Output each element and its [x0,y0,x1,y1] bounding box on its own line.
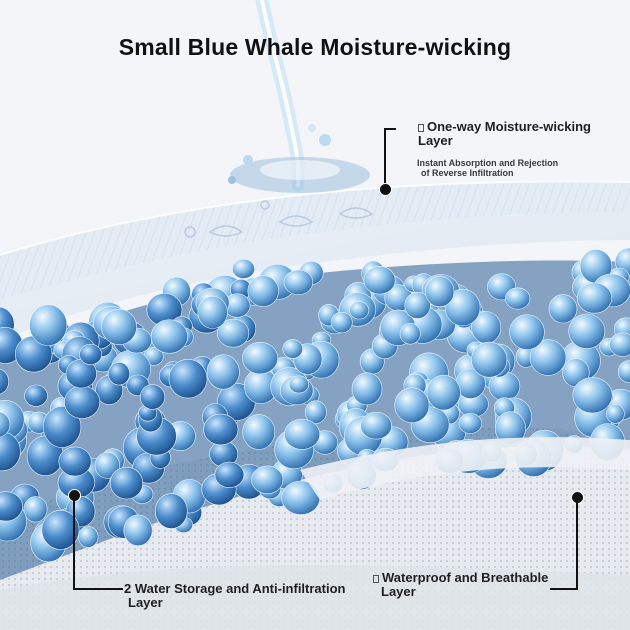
absorbent-bead [197,295,228,329]
absorbent-bead [617,360,630,383]
absorbent-bead [349,301,370,320]
top-layer-title-line1: One-way Moisture-wicking [427,119,591,134]
absorbent-bead [504,287,531,310]
water-stream [228,0,370,193]
headline: Small Blue Whale Moisture-wicking [118,34,512,60]
absorbent-bead [548,294,578,324]
absorbent-bead [108,362,131,386]
top-layer-label: One-way Moisture-wicking Layer [418,120,591,147]
top-layer-detail-line2: of Reverse Infiltration [421,168,514,179]
absorbent-bead [64,385,101,419]
top-layer-marker [379,183,392,196]
absorbent-bead [283,269,314,295]
absorbent-bead [572,377,613,414]
absorbent-bead [23,496,48,523]
absorbent-bead [330,311,353,334]
top-leader-tick [384,128,396,130]
absorbent-bead [568,313,606,349]
top-layer-title-line2: Layer [418,132,453,148]
absorbent-bead [404,291,431,319]
absorbent-bead [42,405,82,448]
bottom-layer-label: Waterproof and Breathable Layer [373,571,548,598]
absorbent-bead [0,491,23,522]
bottom-layer-title-line2: Layer [381,583,416,599]
absorbent-bead [529,339,567,376]
absorbent-bead [41,510,80,550]
absorbent-bead [609,332,630,357]
absorbent-bead [458,412,482,434]
bottom-leader-tick [550,588,578,590]
absorbent-bead [606,404,625,424]
absorbent-bead [206,354,240,390]
top-fabric-band [0,181,630,300]
absorbent-bead [77,526,99,548]
bottom-leader-line [576,502,578,588]
absorbent-bead [150,319,188,354]
middle-layer-title-line2: Layer [128,594,163,610]
absorbent-bead [351,372,383,406]
bottom-layer-title-line1: Waterproof and Breathable [382,570,549,585]
absorbent-bead [0,368,9,395]
absorbent-bead [425,276,455,308]
absorbent-bead [101,308,137,345]
absorbent-bead [79,343,103,365]
absorbent-bead [444,288,481,327]
top-layer-detail: Instant Absorption and Rejection of Reve… [417,158,558,179]
bullet-glyph-icon [373,575,379,583]
top-layer-detail-line1: Instant Absorption and Rejection [417,158,559,168]
absorbent-bead [242,414,276,450]
absorbent-bead [155,493,188,529]
absorbent-bead [123,514,153,546]
absorbent-bead [0,411,11,438]
absorbent-bead [363,266,396,295]
middle-layer-label: 2 Water Storage and Anti-infiltration La… [124,582,346,609]
absorbent-bead [399,322,421,345]
bullet-glyph-icon [418,124,424,132]
absorbent-bead [304,400,327,424]
absorbent-bead [394,387,430,424]
top-leader-line [384,128,386,188]
absorbent-bead [242,342,279,375]
middle-layer-title-line1: 2 Water Storage and Anti-infiltration [124,581,346,596]
absorbent-bead [139,384,166,410]
absorbent-bead [232,258,255,279]
absorbent-bead [58,446,92,477]
absorbent-bead [509,314,545,350]
absorbent-bead [168,359,208,399]
absorbent-bead [247,275,279,307]
absorbent-bead [251,465,284,494]
absorbent-bead [109,466,144,500]
top-film-edge [0,212,630,340]
middle-leader-line [73,500,75,588]
absorbent-bead [360,412,392,440]
middle-leader-tick [73,588,123,590]
whale-print-icons [184,200,374,238]
absorbent-bead [282,339,303,359]
absorbent-bead [426,374,461,411]
absorbent-bead [24,384,48,407]
absorbent-bead [284,418,321,450]
absorbent-bead [217,318,250,348]
absorbent-bead [288,375,310,394]
absorbent-bead [471,341,508,378]
absorbent-bead [94,452,120,479]
absorbent-bead [29,304,68,346]
absorbent-bead [203,413,239,446]
absorbent-bead [214,461,245,488]
absorbent-bead [576,282,613,314]
